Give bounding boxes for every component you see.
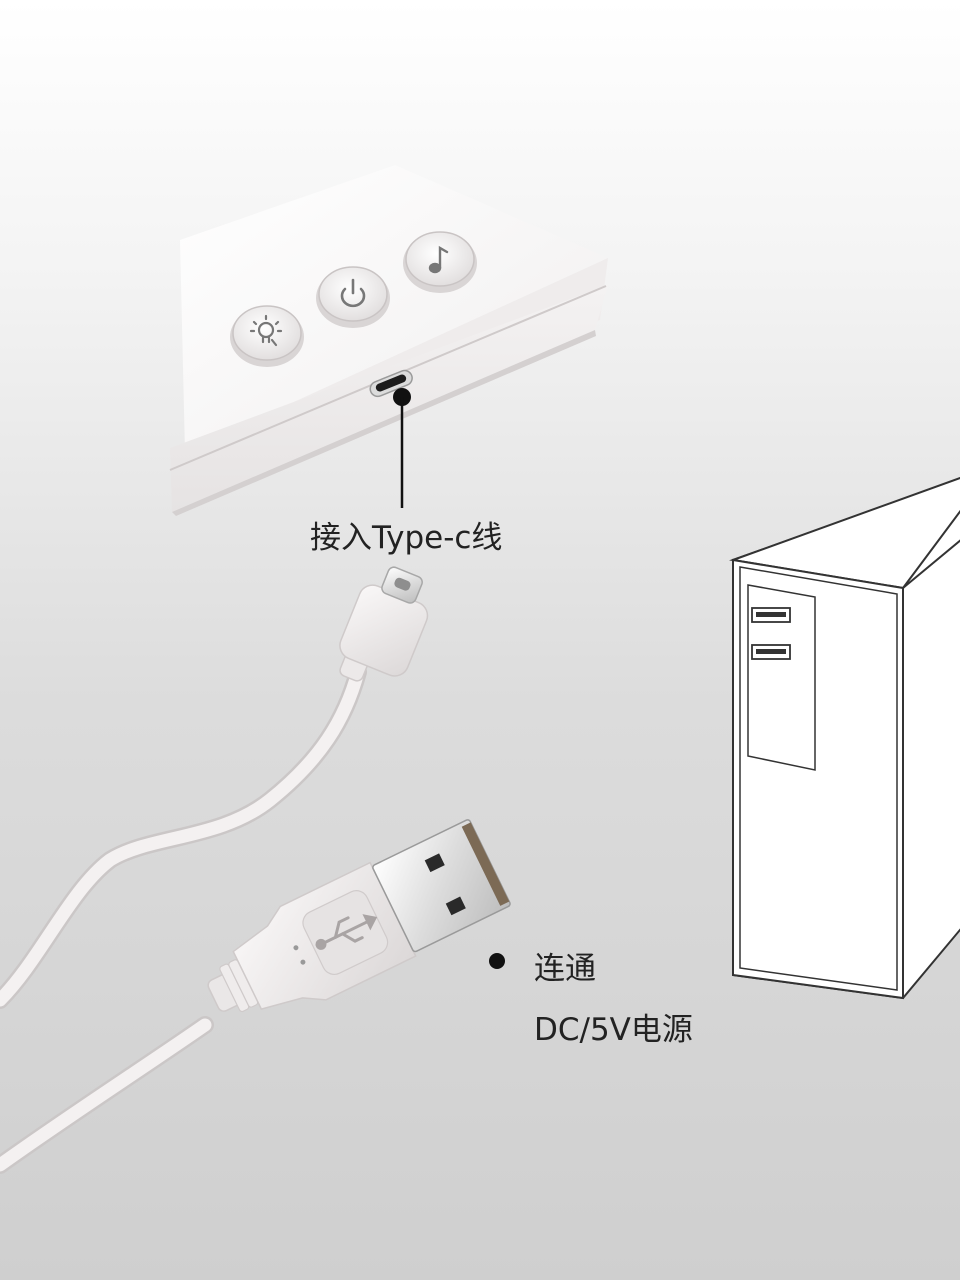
device-front-face [170, 285, 608, 512]
connect-label: 连通 [534, 951, 596, 987]
light-button[interactable] [230, 305, 304, 367]
light-bulb-icon [249, 314, 283, 347]
power-spec-label: DC/5V电源 [534, 1012, 693, 1048]
computer-tower [729, 477, 960, 1000]
device-bottom-edge [172, 330, 596, 516]
typec-plug [339, 566, 429, 682]
power-icon [340, 278, 366, 308]
power-button[interactable] [316, 266, 390, 328]
typec-port [369, 369, 413, 398]
usb-symbol-icon [315, 914, 378, 950]
controller-device [169, 165, 608, 516]
typec-label: 接入Type-c线 [310, 520, 503, 556]
usb-port-2 [751, 644, 791, 660]
usb-a-plug [207, 819, 511, 1013]
connect-bullet [489, 953, 505, 969]
music-button[interactable] [403, 231, 477, 293]
usb-cable [0, 663, 367, 1174]
music-note-icon [428, 245, 449, 274]
typec-callout [393, 388, 411, 508]
device-top-face [180, 165, 608, 452]
usb-port-1 [751, 607, 791, 623]
